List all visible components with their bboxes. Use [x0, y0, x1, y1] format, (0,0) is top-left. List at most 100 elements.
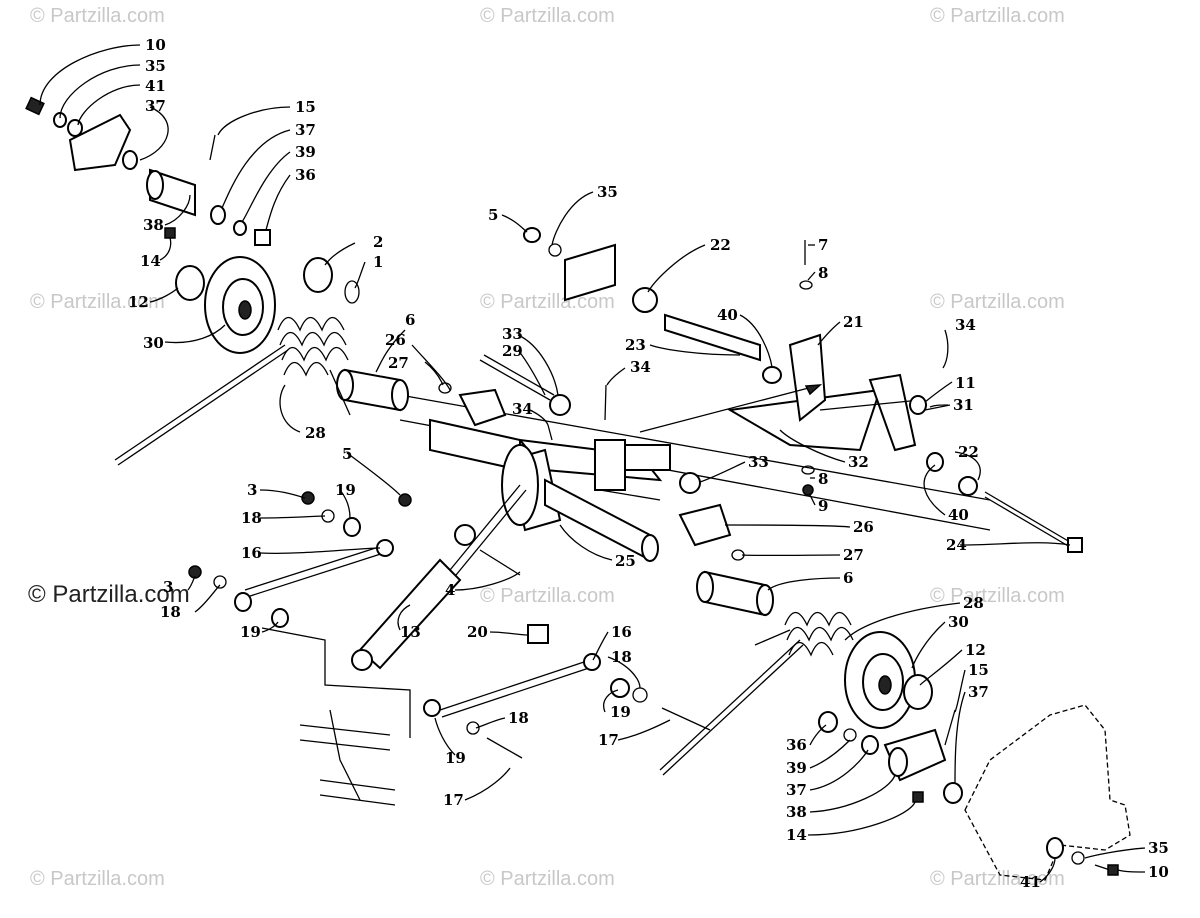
callout-label: 28 [963, 594, 984, 612]
callout-label: 39 [786, 759, 807, 777]
callout-label: 36 [786, 736, 807, 754]
watermark: © Partzilla.com [480, 868, 615, 890]
callout-label: 26 [853, 518, 874, 536]
callout-label: 34 [955, 316, 976, 334]
callout-label: 19 [445, 749, 466, 767]
callout-label: 27 [843, 546, 864, 564]
callout-label: 11 [955, 374, 976, 392]
callout-label: 25 [615, 552, 636, 570]
callout-label: 3 [163, 578, 173, 596]
left-axle-hardware [25, 96, 271, 246]
callout-label: 30 [948, 613, 969, 631]
callout-label: 16 [241, 544, 262, 562]
callout-leaders [39, 44, 1146, 883]
stop-bracket [639, 240, 1083, 553]
callout-label: 5 [342, 445, 352, 463]
callout-label: 26 [385, 331, 406, 349]
bearing-left [175, 265, 205, 301]
rear-arm-assembly [188, 491, 711, 806]
callout-label: 34 [630, 358, 651, 376]
callout-label: 12 [128, 293, 149, 311]
watermark: © Partzilla.com [930, 5, 1065, 27]
callout-label: 12 [965, 641, 986, 659]
torsion-spring-right [659, 611, 854, 776]
callout-label: 36 [295, 166, 316, 184]
idler-wheel-left [204, 256, 276, 354]
callout-label: 18 [160, 603, 181, 621]
watermark: © Partzilla.com [930, 585, 1065, 607]
callout-label: 38 [143, 216, 164, 234]
callout-label: 14 [140, 252, 161, 270]
callout-label: 19 [240, 623, 261, 641]
callout-label: 18 [241, 509, 262, 527]
callout-label: 29 [502, 342, 523, 360]
callout-label: 6 [843, 569, 853, 587]
callout-label: 16 [611, 623, 632, 641]
callout-label: 23 [625, 336, 646, 354]
right-axle-hardware [818, 704, 1131, 881]
callout-label: 8 [818, 264, 828, 282]
watermark: © Partzilla.com [480, 291, 615, 313]
callout-label: 4 [445, 581, 455, 599]
callout-label: 2 [373, 233, 383, 251]
callout-label: 5 [488, 206, 498, 224]
callout-label: 19 [610, 703, 631, 721]
callout-label: 38 [786, 803, 807, 821]
callout-label: 15 [295, 98, 316, 116]
callout-label: 37 [968, 683, 989, 701]
callout-label: 32 [848, 453, 869, 471]
callout-label: 18 [611, 648, 632, 666]
bearing-right [903, 674, 933, 710]
callout-label: 22 [958, 443, 979, 461]
callout-label: 13 [400, 623, 421, 641]
watermark: © Partzilla.com [30, 868, 165, 890]
callout-label: 31 [953, 396, 974, 414]
callout-label: 40 [717, 306, 738, 324]
callout-label: 14 [786, 826, 807, 844]
shock-absorber [351, 484, 527, 671]
callout-label: 39 [295, 143, 316, 161]
callout-label: 3 [247, 481, 257, 499]
torsion-spring-left [114, 316, 351, 466]
callout-label: 33 [502, 325, 523, 343]
watermark: © Partzilla.com [30, 5, 165, 27]
idler-wheel-right [844, 631, 916, 729]
snap-ring [344, 280, 360, 304]
callout-label: 7 [818, 236, 828, 254]
callout-label: 8 [818, 470, 828, 488]
callout-label: 27 [388, 354, 409, 372]
callout-label: 35 [597, 183, 618, 201]
callout-label: 6 [405, 311, 415, 329]
callout-label: 15 [968, 661, 989, 679]
callout-label: 10 [1148, 863, 1169, 881]
front-shaft-assembly [438, 227, 782, 561]
callout-label: 34 [512, 400, 533, 418]
callout-label: 1 [373, 253, 383, 271]
callout-label: 18 [508, 709, 529, 727]
callout-label: 35 [145, 57, 166, 75]
callout-label: 35 [1148, 839, 1169, 857]
watermark: © Partzilla.com [930, 868, 1065, 890]
callout-label: 41 [1020, 873, 1041, 891]
watermarks: © Partzilla.com © Partzilla.com © Partzi… [28, 5, 1065, 890]
callout-label: 17 [443, 791, 464, 809]
bearing-2 [303, 257, 333, 293]
callout-label: 33 [748, 453, 769, 471]
callout-label: 24 [946, 536, 967, 554]
callout-label: 41 [145, 77, 166, 95]
watermark: © Partzilla.com [930, 291, 1065, 313]
callout-label: 9 [818, 497, 828, 515]
callout-labels: 10 35 41 37 15 37 39 36 38 14 12 30 2 1 … [128, 36, 1169, 891]
callout-label: 37 [145, 97, 166, 115]
callout-label: 10 [145, 36, 166, 54]
callout-label: 37 [786, 781, 807, 799]
callout-label: 40 [948, 506, 969, 524]
callout-label: 37 [295, 121, 316, 139]
callout-label: 28 [305, 424, 326, 442]
callout-label: 22 [710, 236, 731, 254]
callout-label: 20 [467, 623, 488, 641]
callout-label: 17 [598, 731, 619, 749]
watermark: © Partzilla.com [480, 585, 615, 607]
